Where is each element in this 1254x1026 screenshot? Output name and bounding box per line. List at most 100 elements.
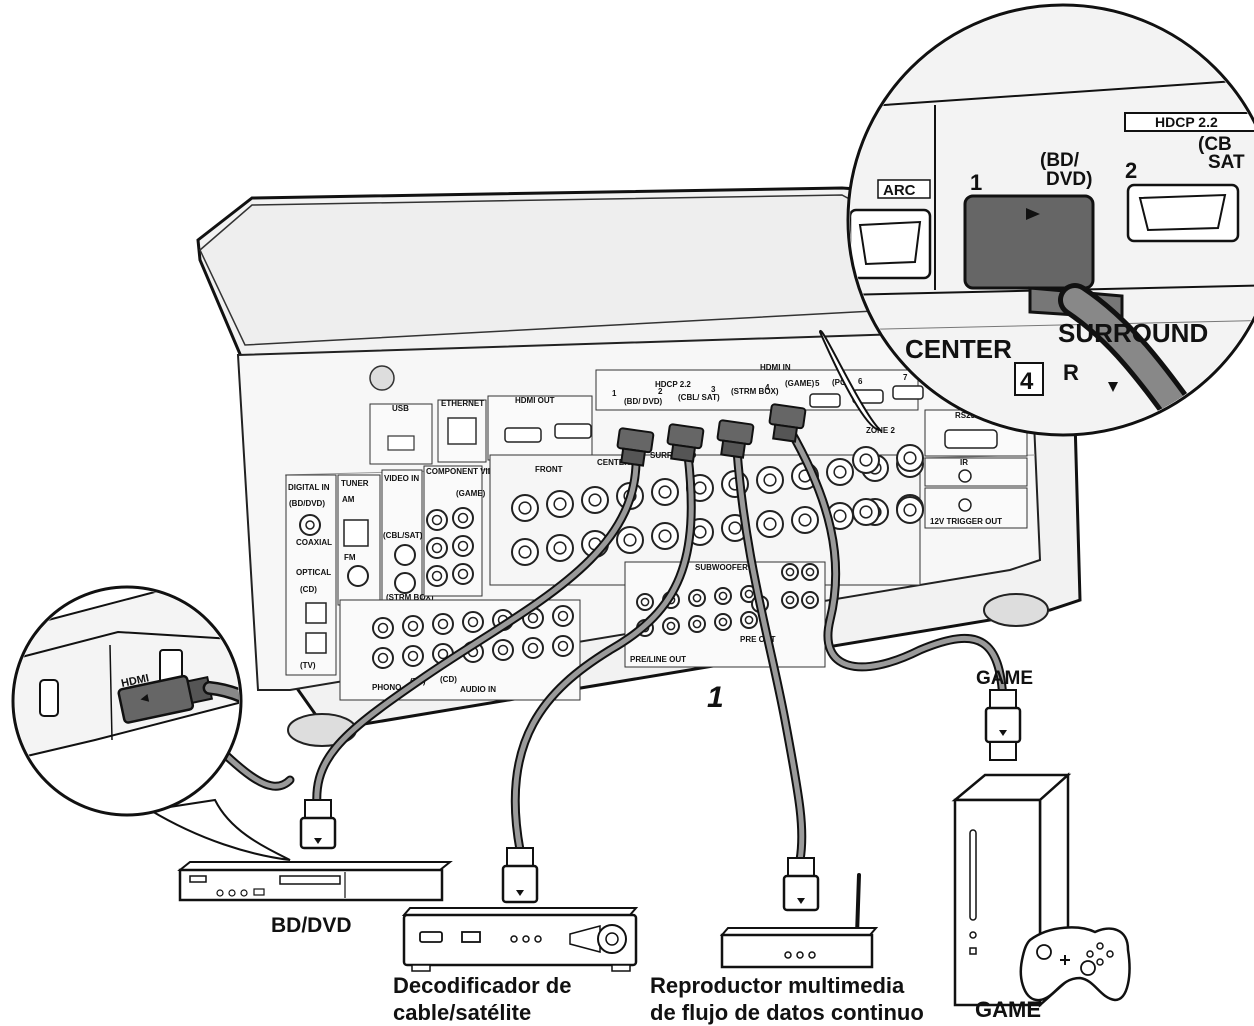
hdmi-plugs-devices (299, 689, 1022, 912)
jack-center (805, 595, 815, 605)
jack-center (437, 648, 449, 660)
hdmi-in-port-4: 4 (765, 383, 770, 392)
jack-center (557, 610, 569, 622)
jack-center (431, 514, 443, 526)
zoom-center-label: CENTER (905, 334, 1012, 364)
zoom-port1-source-line2: DVD) (1046, 169, 1092, 190)
tv-optical-label: (TV) (300, 661, 316, 670)
cable-satellite-box (401, 907, 639, 972)
audio-in-label: AUDIO IN (460, 685, 496, 694)
hdmi-in-port-3: 3 (711, 385, 716, 394)
zoom-surround-label: SURROUND (1058, 318, 1208, 348)
hdcp-small-label: HDCP 2.2 (655, 380, 691, 389)
jack-center (658, 529, 672, 543)
jack-center (457, 512, 469, 524)
pre-line-out-label: PRE/LINE OUT (630, 655, 686, 664)
tuner-label: TUNER (341, 479, 369, 488)
av-receiver: USB ETHERNET HDMI OUT HDMI IN 1 2 3 4 5 … (196, 186, 1082, 747)
jack-center (518, 545, 532, 559)
zoom-port-1: 1 (970, 170, 982, 195)
jack-center (859, 453, 873, 467)
front-label: FRONT (535, 465, 563, 474)
jack-center (431, 570, 443, 582)
zoom-speaker-num: 4 (1020, 368, 1034, 395)
jack-center (833, 465, 847, 479)
jack-center (407, 650, 419, 662)
game-caption: GAME (975, 997, 1041, 1022)
jack-center (763, 517, 777, 531)
jack-center (407, 620, 419, 632)
bd-dvd-coax-label: (BD/DVD) (289, 499, 325, 508)
optical-label: OPTICAL (296, 568, 331, 577)
jack-center (798, 513, 812, 527)
jack-center (785, 567, 795, 577)
bd-dvd-player (177, 861, 453, 902)
hdmi-in-source-5: (PC) (832, 378, 849, 387)
jack-center (785, 595, 795, 605)
cd-optical-label: (CD) (300, 585, 317, 594)
ethernet-label: ETHERNET (441, 399, 484, 408)
hdmi-in-port-5: 5 (815, 379, 820, 388)
rs232-label: RS232 (955, 411, 980, 420)
hdmi-cables (185, 425, 1008, 865)
hdmi-in-source-4: (GAME) (785, 379, 815, 388)
jack-center (553, 541, 567, 555)
zoom-port2-source-line2: SAT (1208, 152, 1245, 173)
jack-center (763, 473, 777, 487)
zoom-speaker-r: R (1063, 360, 1079, 385)
jack-center (457, 568, 469, 580)
fm-label: FM (344, 553, 356, 562)
jack-center (744, 615, 754, 625)
jack-center (553, 497, 567, 511)
cd-audio-label: (CD) (440, 675, 457, 684)
jack-center (692, 593, 702, 603)
streaming-caption-line2: de flujo de datos continuo (650, 1000, 924, 1025)
subwoofer-label: SUBWOOFER (695, 563, 748, 572)
jack-center (718, 617, 728, 627)
jack-center (623, 533, 637, 547)
jack-center (666, 621, 676, 631)
zoom-arc-label: ARC (883, 182, 916, 199)
cbl-sat-video-label: (CBL/SAT) (383, 531, 423, 540)
strm-box-video-label: (STRM BOX) (386, 593, 434, 602)
zoom-player-hdmi-label: HDMI (120, 672, 150, 690)
jack-center (833, 509, 847, 523)
jack-center (467, 616, 479, 628)
jack-center (557, 640, 569, 652)
am-label: AM (342, 495, 355, 504)
zoom-hdcp-label: HDCP 2.2 (1155, 114, 1218, 130)
digital-in-label: DIGITAL IN (288, 483, 330, 492)
center-label: CENTER (597, 458, 630, 467)
ir-label: IR (960, 458, 968, 467)
jack-center (527, 642, 539, 654)
game-component-label: (GAME) (456, 489, 486, 498)
cable-sat-caption-line1: Decodificador de (393, 973, 572, 998)
zoom-port1-source-line1: (BD/ (1040, 150, 1080, 171)
jack-center (728, 521, 742, 535)
jack-center (527, 612, 539, 624)
jack-center (518, 501, 532, 515)
hdmi-out-label: HDMI OUT (515, 396, 555, 405)
jack-center (640, 597, 650, 607)
jack-center (903, 503, 917, 517)
jack-center (692, 619, 702, 629)
game-cable-label: GAME (976, 668, 1033, 689)
hdmi-plugs-receiver (616, 403, 807, 467)
jack-center (457, 540, 469, 552)
zoom-port2-source-line1: (CB (1198, 134, 1232, 155)
cable-sat-caption-line2: cable/satélite (393, 1000, 532, 1025)
coaxial-label: COAXIAL (296, 538, 332, 547)
streaming-media-box (719, 873, 879, 969)
jack-center (744, 589, 754, 599)
jack-center (859, 505, 873, 519)
hdmi-in-source-2: (CBL/ SAT) (678, 393, 720, 402)
jack-center (377, 622, 389, 634)
hdmi-in-source-3: (STRM BOX) (731, 387, 779, 396)
jack-center (437, 618, 449, 630)
trigger-label: 12V TRIGGER OUT (930, 517, 1002, 526)
receiver-hdmi-zoom: HDCP 2.2 ARC 1 (BD/ DVD) 2 (CB SAT CENTE… (818, 3, 1254, 437)
player-hdmi-zoom: HDMI (11, 585, 291, 861)
jack-center (377, 652, 389, 664)
component-label: COMPONENT VIDEO IN (426, 467, 516, 476)
